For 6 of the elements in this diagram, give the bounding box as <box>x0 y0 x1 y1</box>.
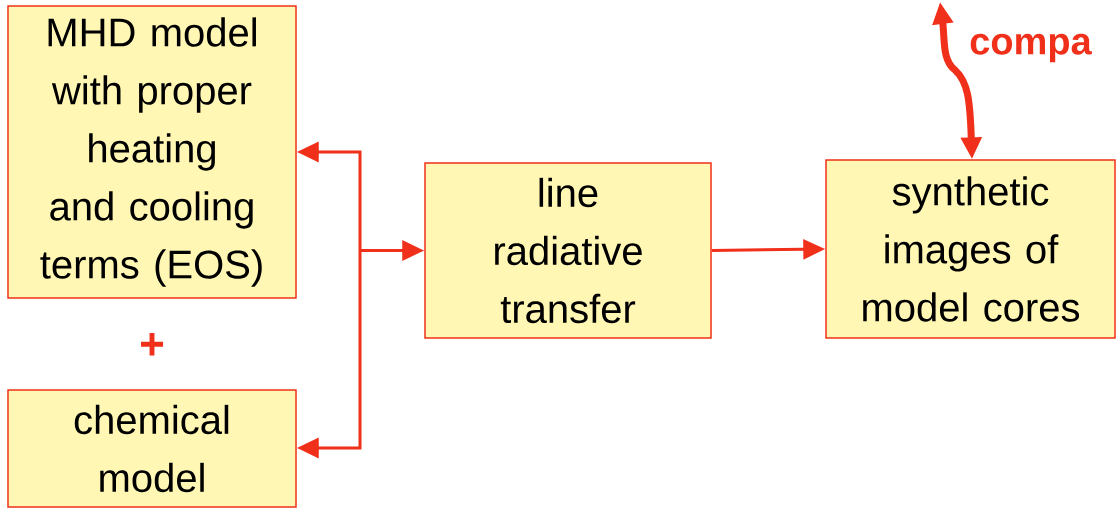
process-box: synthetic images of model cores <box>825 159 1116 339</box>
edge-label: compa <box>970 33 1092 63</box>
process-box: chemical model <box>7 389 297 508</box>
process-box: MHD model with proper heating and cooling terms (EOS) <box>7 5 297 299</box>
plus-sign: + <box>141 333 164 356</box>
process-box: line radiative transfer <box>424 162 712 339</box>
